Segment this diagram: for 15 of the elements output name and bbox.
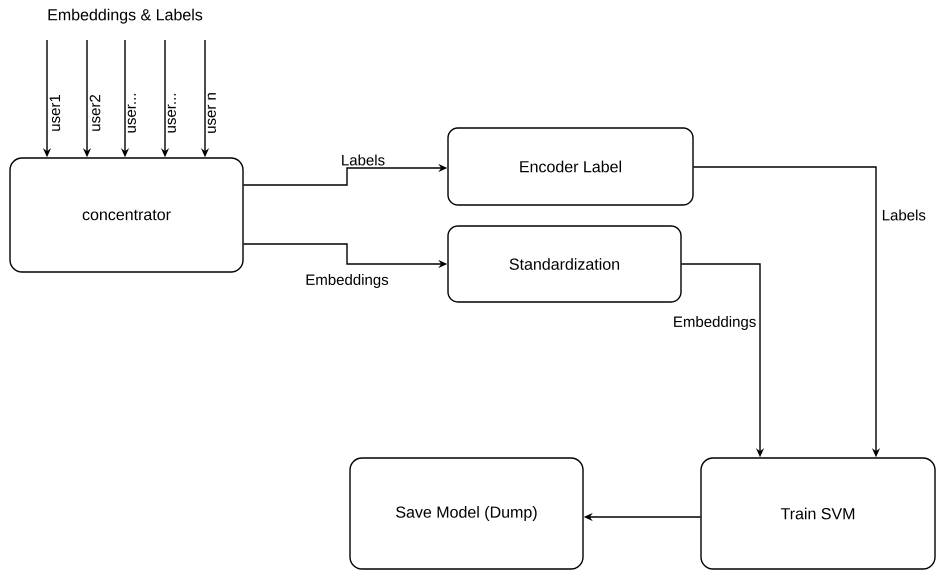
process-box: Standardization <box>447 225 682 303</box>
edge-label: Labels <box>340 154 386 166</box>
edge-label: user n <box>208 93 216 133</box>
heading: Embeddings & Labels <box>48 8 202 24</box>
edge-label: user... <box>128 94 136 132</box>
edge-label: Embeddings <box>672 315 758 331</box>
process-box: Train SVM <box>700 457 936 570</box>
edge-label: Embeddings <box>304 273 390 289</box>
edge-label: user2 <box>90 95 100 131</box>
process-box: Save Model (Dump) <box>349 457 584 570</box>
edge-label: user1 <box>50 94 60 131</box>
process-box: Encoder Label <box>447 127 694 206</box>
edge-label: user... <box>168 94 176 132</box>
process-box: concentrator <box>9 157 244 273</box>
edge-label: Labels <box>880 208 927 222</box>
